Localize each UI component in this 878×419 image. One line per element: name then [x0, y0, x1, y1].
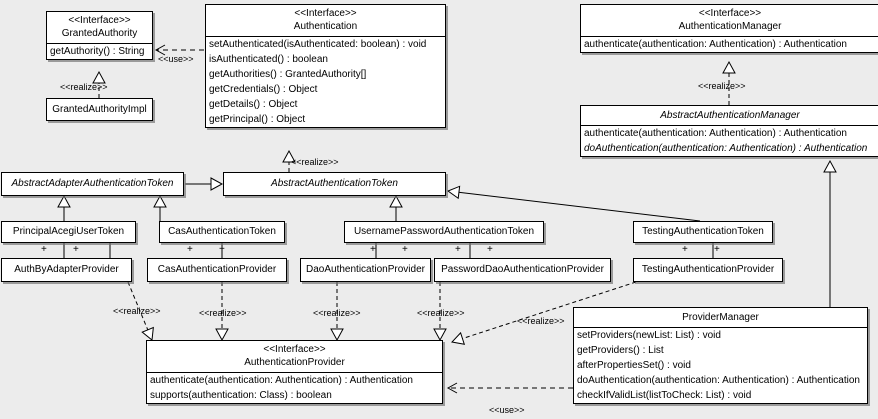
- class-header: AbstractAuthenticationManager: [581, 106, 878, 125]
- operation: checkIfValidList(listToCheck: List) : vo…: [577, 390, 752, 401]
- class-name-label: GrantedAuthorityImpl: [52, 104, 147, 115]
- operation: getCredentials() : Object: [209, 84, 318, 95]
- class-header: <<Interface>> GrantedAuthority: [47, 12, 152, 43]
- label-realize-auth-by-adapter-provider: <<realize>>: [113, 306, 161, 316]
- class-name-label: ProviderManager: [682, 312, 759, 323]
- class-abstract-authentication-manager[interactable]: AbstractAuthenticationManager authentica…: [580, 105, 878, 157]
- class-name-label: CasAuthenticationProvider: [157, 264, 277, 275]
- class-name-label: UsernamePasswordAuthenticationToken: [353, 226, 535, 237]
- stereotype-label: <<Interface>>: [68, 15, 131, 26]
- stereotype-label: <<Interface>>: [698, 8, 762, 19]
- class-granted-authority[interactable]: <<Interface>> GrantedAuthority getAuthor…: [46, 11, 153, 60]
- association-marker: +: [487, 244, 493, 255]
- class-name-label: CasAuthenticationToken: [168, 226, 276, 237]
- class-name-label: TestingAuthenticationProvider: [641, 264, 775, 275]
- label-realize-password-dao-authentication-provider: <<realize>>: [417, 308, 465, 318]
- operation: authenticate(authentication: Authenticat…: [150, 375, 413, 386]
- label-realize-granted-authority-impl: <<realize>>: [60, 82, 108, 92]
- label-realize-cas-authentication-provider: <<realize>>: [199, 308, 247, 318]
- association-marker: +: [219, 244, 225, 255]
- class-name-label: AbstractAdapterAuthenticationToken: [11, 178, 174, 189]
- class-header: <<Interface>> AuthenticationManager: [581, 5, 878, 36]
- class-name-label: AbstractAuthenticationManager: [660, 110, 800, 121]
- operation: authenticate(authentication: Authenticat…: [584, 39, 847, 50]
- association-marker: +: [402, 244, 408, 255]
- class-name-label: AuthenticationManager: [678, 21, 782, 32]
- class-header: <<Interface>> Authentication: [206, 5, 445, 36]
- operations-compartment: setProviders(newList: List) : void getPr…: [574, 327, 867, 403]
- class-auth-by-adapter-provider[interactable]: AuthByAdapterProvider: [1, 258, 132, 282]
- class-name-label: PrincipalAcegiUserToken: [12, 226, 125, 237]
- class-authentication[interactable]: <<Interface>> Authentication setAuthenti…: [205, 4, 446, 128]
- operation: supports(authentication: Class) : boolea…: [150, 390, 332, 401]
- stereotype-label: <<Interface>>: [263, 344, 326, 355]
- class-name-label: TestingAuthenticationToken: [642, 226, 764, 237]
- class-provider-manager[interactable]: ProviderManager setProviders(newList: Li…: [573, 307, 868, 404]
- label-realize-testing-authentication-provider: <<realize>>: [517, 316, 565, 326]
- operation: getAuthorities() : GrantedAuthority[]: [209, 69, 367, 80]
- operation: doAuthentication(authentication: Authent…: [577, 375, 860, 386]
- operations-compartment: setAuthenticated(isAuthenticated: boolea…: [206, 36, 445, 127]
- class-granted-authority-impl[interactable]: GrantedAuthorityImpl: [46, 98, 153, 121]
- class-testing-authentication-provider[interactable]: TestingAuthenticationProvider: [633, 258, 783, 282]
- operations-compartment: authenticate(authentication: Authenticat…: [147, 372, 442, 403]
- class-abstract-authentication-token[interactable]: AbstractAuthenticationToken: [223, 172, 446, 196]
- class-name-label: AbstractAuthenticationToken: [271, 178, 398, 189]
- operation: setProviders(newList: List) : void: [577, 330, 721, 341]
- class-cas-authentication-provider[interactable]: CasAuthenticationProvider: [147, 258, 287, 282]
- operations-compartment: getAuthority() : String: [47, 43, 152, 59]
- operation: getDetails() : Object: [209, 99, 298, 110]
- label-realize-dao-authentication-provider: <<realize>>: [313, 308, 361, 318]
- operation: getProviders() : List: [577, 345, 664, 356]
- class-name-label: AuthByAdapterProvider: [14, 264, 119, 275]
- association-marker: +: [455, 244, 461, 255]
- class-cas-authentication-token[interactable]: CasAuthenticationToken: [159, 221, 285, 243]
- class-testing-authentication-token[interactable]: TestingAuthenticationToken: [633, 221, 773, 243]
- stereotype-label: <<Interface>>: [294, 8, 357, 19]
- association-marker: +: [370, 244, 376, 255]
- operation: getAuthority() : String: [50, 46, 145, 57]
- operation: isAuthenticated() : boolean: [209, 54, 328, 65]
- association-marker: +: [682, 244, 688, 255]
- label-realize-abstract-authentication-token: <<realize>>: [291, 157, 339, 167]
- class-header: <<Interface>> AuthenticationProvider: [147, 341, 442, 372]
- class-principal-acegi-user-token[interactable]: PrincipalAcegiUserToken: [1, 221, 136, 243]
- operations-compartment: authenticate(authentication: Authenticat…: [581, 125, 878, 156]
- association-marker: +: [73, 244, 79, 255]
- class-name-label: PasswordDaoAuthenticationProvider: [441, 264, 604, 275]
- operations-compartment: authenticate(authentication: Authenticat…: [581, 36, 878, 52]
- operation: getPrincipal() : Object: [209, 114, 306, 125]
- class-name-label: Authentication: [293, 21, 358, 32]
- operation: authenticate(authentication: Authenticat…: [584, 128, 847, 139]
- class-authentication-manager[interactable]: <<Interface>> AuthenticationManager auth…: [580, 4, 878, 53]
- class-dao-authentication-provider[interactable]: DaoAuthenticationProvider: [300, 258, 431, 282]
- label-realize-abstract-authentication-manager: <<realize>>: [698, 81, 746, 91]
- class-abstract-adapter-authentication-token[interactable]: AbstractAdapterAuthenticationToken: [1, 172, 184, 196]
- label-use-authentication-granted-authority: <<use>>: [158, 54, 194, 64]
- class-username-password-authentication-token[interactable]: UsernamePasswordAuthenticationToken: [344, 221, 544, 243]
- label-use-provider-manager: <<use>>: [489, 405, 525, 415]
- operation: doAuthentication(authentication: Authent…: [584, 143, 868, 154]
- operation: afterPropertiesSet() : void: [577, 360, 691, 371]
- class-name-label: DaoAuthenticationProvider: [306, 264, 425, 275]
- class-name-label: AuthenticationProvider: [244, 357, 345, 368]
- association-marker: +: [714, 244, 720, 255]
- association-marker: +: [41, 244, 47, 255]
- class-authentication-provider[interactable]: <<Interface>> AuthenticationProvider aut…: [146, 340, 443, 404]
- class-header: ProviderManager: [574, 308, 867, 327]
- class-password-dao-authentication-provider[interactable]: PasswordDaoAuthenticationProvider: [434, 258, 611, 282]
- class-name-label: GrantedAuthority: [61, 28, 138, 39]
- operation: setAuthenticated(isAuthenticated: boolea…: [209, 39, 427, 50]
- association-marker: +: [187, 244, 193, 255]
